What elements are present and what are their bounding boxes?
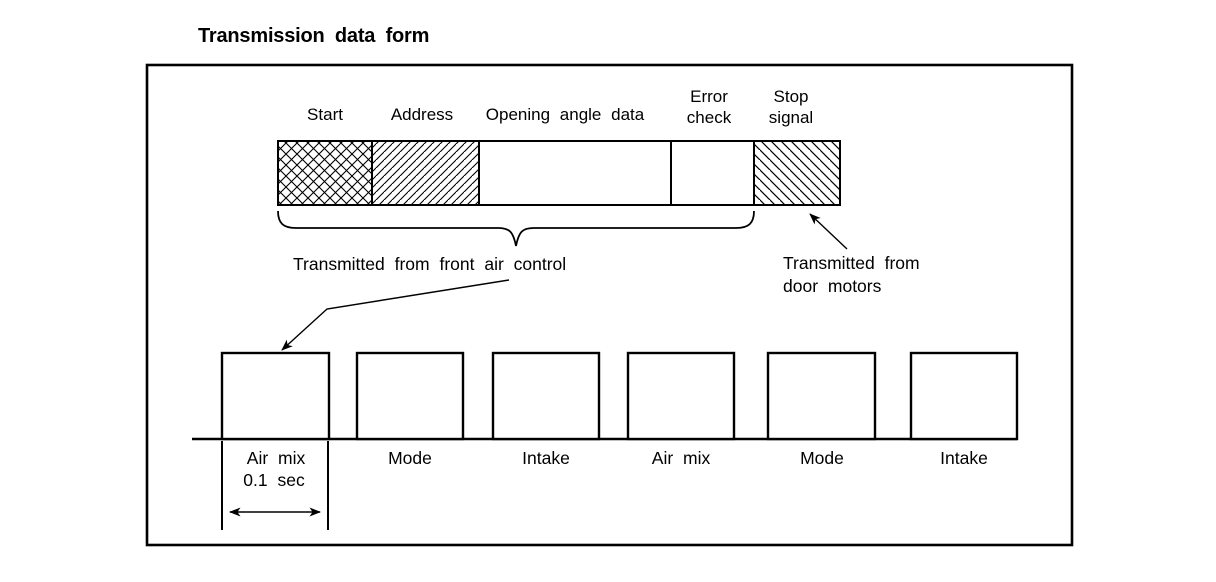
pulse-mode-1	[355, 351, 465, 441]
pulse-intake-1	[491, 351, 601, 441]
pulse-label-mode-1: Mode	[388, 448, 432, 468]
caption-front-air-control: Transmitted from front air control	[293, 254, 567, 274]
front-air-control-arrow	[281, 279, 510, 351]
frame-segment-stop-signal	[753, 140, 841, 206]
pulse-air-mix-1	[220, 351, 331, 441]
pulse-label-air-mix-2: Air mix	[651, 448, 711, 468]
pulse-air-mix-2	[626, 351, 736, 441]
segment-label-opening-angle-data: Opening angle data	[485, 105, 645, 124]
front-air-control-brace	[277, 210, 755, 247]
segment-label-address: Address	[390, 105, 454, 124]
caption-door-motors: Transmitted from door motors	[783, 252, 920, 297]
pulse-label-intake-2: Intake	[940, 448, 988, 468]
segment-label-line: Stop	[773, 87, 809, 106]
frame-segment-start	[277, 140, 373, 206]
pulse-mode-2	[766, 351, 877, 441]
duration-dimension	[221, 441, 329, 530]
segment-label-error-check: Error check	[687, 86, 731, 128]
panel-border	[145, 63, 1074, 547]
pulse-label-air-mix-1: Air mix	[246, 448, 306, 468]
caption-line: Transmitted from	[783, 253, 920, 273]
segment-label-line: signal	[768, 108, 814, 127]
frame-bar	[277, 140, 841, 206]
frame-segment-opening-angle-data	[478, 140, 672, 206]
frame-segment-error-check	[670, 140, 755, 206]
frame-segment-address	[371, 140, 480, 206]
page-title: Transmission data form	[198, 25, 430, 47]
pulse-label-mode-2: Mode	[800, 448, 844, 468]
caption-line: door motors	[783, 275, 882, 296]
pulse-train	[220, 351, 1019, 441]
segment-label-start: Start	[307, 105, 343, 124]
segment-label-line: Error	[690, 87, 728, 106]
duration-label: 0.1 sec	[243, 470, 305, 490]
segment-label-line: check	[686, 108, 732, 127]
pulse-intake-2	[909, 351, 1019, 441]
pulse-label-intake-1: Intake	[522, 448, 570, 468]
segment-label-stop-signal: Stop signal	[769, 86, 813, 128]
door-motors-arrow	[809, 213, 848, 250]
